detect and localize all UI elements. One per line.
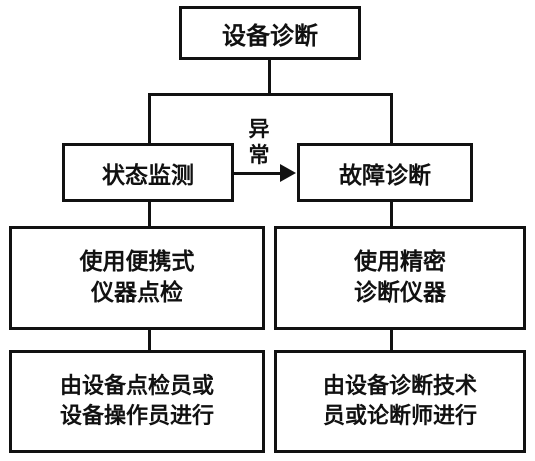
precision-instrument-label: 使用精密 诊断仪器 bbox=[354, 248, 446, 306]
branch-right-drop-line bbox=[390, 93, 393, 144]
branch-left-drop-line bbox=[148, 93, 151, 144]
branch-horizontal-line bbox=[148, 93, 393, 96]
condition-monitoring-label: 状态监测 bbox=[102, 162, 194, 189]
condition-monitoring-box: 状态监测 bbox=[62, 143, 234, 202]
inspector-operator-box: 由设备点检员或 设备操作员进行 bbox=[9, 350, 265, 453]
root-label: 设备诊断 bbox=[222, 21, 318, 50]
left-title-to-method-line bbox=[148, 200, 151, 226]
root-stem-line bbox=[268, 58, 271, 96]
right-title-to-method-line bbox=[390, 200, 393, 226]
abnormal-label-top: 异 bbox=[248, 117, 270, 141]
diagnosis-technician-label: 由设备诊断技术 员或论断师进行 bbox=[322, 373, 477, 429]
root-box: 设备诊断 bbox=[179, 6, 361, 60]
abnormal-arrow-shaft bbox=[234, 172, 282, 175]
right-method-to-performer-line bbox=[390, 328, 393, 351]
portable-instrument-box: 使用便携式 仪器点检 bbox=[9, 226, 265, 330]
precision-instrument-box: 使用精密 诊断仪器 bbox=[274, 226, 526, 330]
abnormal-arrow-head bbox=[280, 164, 296, 182]
abnormal-label-bottom: 常 bbox=[248, 143, 270, 167]
fault-diagnosis-label: 故障诊断 bbox=[339, 162, 431, 189]
left-method-to-performer-line bbox=[148, 328, 151, 351]
inspector-operator-label: 由设备点检员或 设备操作员进行 bbox=[59, 373, 214, 429]
portable-instrument-label: 使用便携式 仪器点检 bbox=[79, 248, 195, 306]
diagnosis-technician-box: 由设备诊断技术 员或论断师进行 bbox=[274, 350, 526, 453]
fault-diagnosis-box: 故障诊断 bbox=[297, 143, 473, 202]
